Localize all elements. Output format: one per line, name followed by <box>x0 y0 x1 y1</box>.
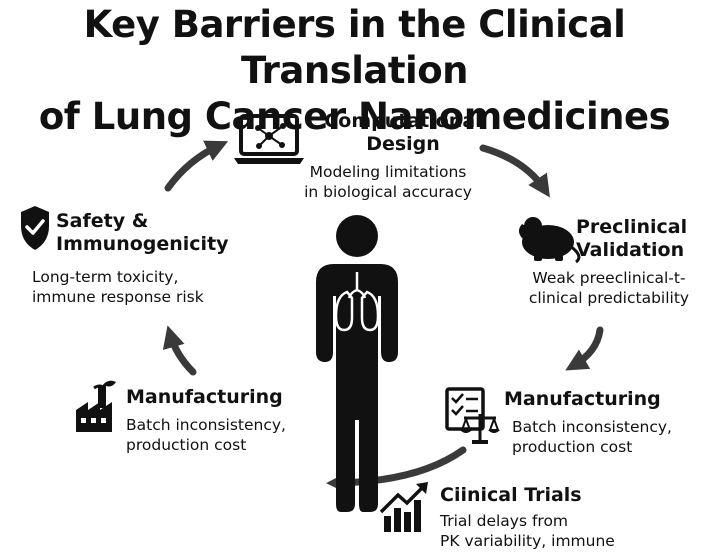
arrow-preclinical-to-manufacturing <box>565 326 604 371</box>
node-description: Long-term toxicity, immune response risk <box>32 268 204 306</box>
node-heading: Computational Design <box>324 110 482 155</box>
title-line-2: of Lung Cancer Nanomedicines <box>38 95 671 138</box>
node-manufacturing-right: Manufacturing Batch inconsistency, produ… <box>504 388 704 457</box>
node-preclinical-validation: Preclinical Validation <box>566 216 696 262</box>
title-line-1: Key Barriers in the Clinical Translation <box>83 3 626 92</box>
node-computational-design: Computational Design Modeling limitation… <box>268 110 508 202</box>
node-clinical-trials: Ciinical Trials Trial delays from PK var… <box>440 484 670 551</box>
laptop-network-icon <box>234 114 304 164</box>
checklist-scale-icon <box>445 387 500 444</box>
page-title: Key Barriers in the Clinical Translation… <box>0 2 709 140</box>
node-description: Batch inconsistency, production cost <box>512 418 672 456</box>
node-preclinical-description: Weak preeclinical-t- clinical predictabi… <box>514 268 704 308</box>
arrow-manufacturing-to-safety <box>162 325 197 376</box>
node-heading: Preclinical Validation <box>576 216 688 261</box>
node-manufacturing-left: Manufacturing Batch inconsistency, produ… <box>126 386 326 455</box>
chart-up-icon <box>379 482 428 532</box>
mouse-icon <box>518 217 581 264</box>
node-heading: Manufacturing <box>126 386 283 408</box>
arrow-computational-to-preclinical <box>479 144 550 198</box>
node-description: Batch inconsistency, production cost <box>126 416 286 454</box>
factory-icon <box>76 380 116 432</box>
shield-check-icon <box>21 206 49 250</box>
node-heading: Safety & Immunogenicity <box>56 210 229 255</box>
arrow-safety-to-computational <box>164 140 229 192</box>
node-safety-description: Long-term toxicity, immune response risk <box>32 267 252 307</box>
node-description: Trial delays from PK variability, immune <box>440 512 615 550</box>
person-lungs-icon <box>316 215 398 512</box>
node-heading: Manufacturing <box>504 388 661 410</box>
node-safety-immunogenicity: Safety & Immunogenicity <box>56 210 256 256</box>
node-heading: Ciinical Trials <box>440 484 582 506</box>
node-description: Weak preeclinical-t- clinical predictabi… <box>528 269 690 307</box>
node-description: Modeling limitations in biological accur… <box>304 163 472 201</box>
